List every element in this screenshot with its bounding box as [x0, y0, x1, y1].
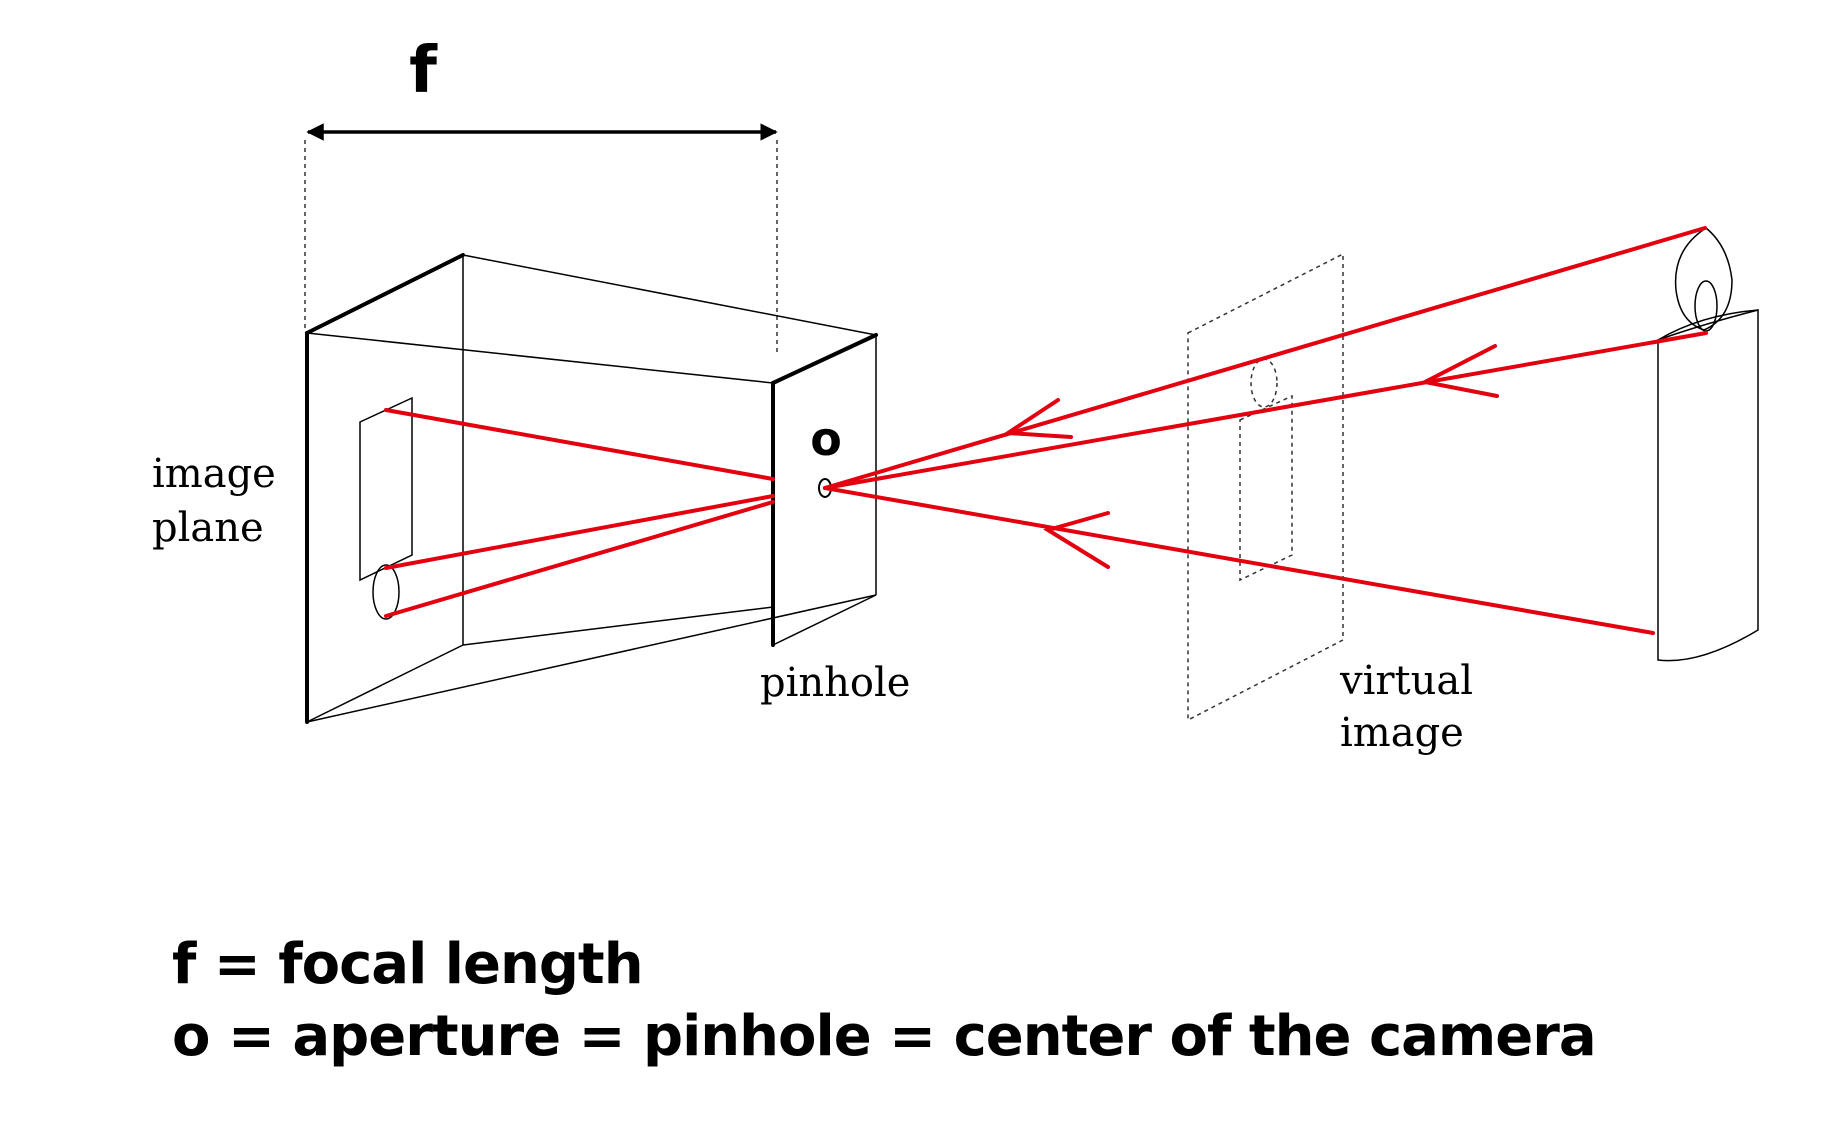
ray-inside-bottom — [384, 500, 775, 618]
ray-arrowhead-bottom — [1043, 511, 1110, 569]
projected-image-panel — [359, 396, 413, 582]
aperture-symbol: o — [810, 412, 842, 466]
camera-front-bottom-edge — [772, 594, 877, 646]
camera-front-top-edge — [771, 333, 878, 385]
camera-bottom-front — [306, 594, 877, 723]
camera-top-far-edge — [462, 254, 877, 336]
projected-flame — [372, 564, 400, 620]
camera-top-front-edge — [306, 332, 774, 384]
virtual-plane-outline — [1187, 252, 1344, 722]
legend-focal-length: f = focal length — [172, 932, 644, 997]
ray-bottom — [823, 486, 1655, 635]
ray-arrowhead-middle — [1418, 344, 1499, 398]
virtual-image-flame — [1250, 358, 1278, 408]
ray-top-inner — [823, 331, 1708, 490]
virtual-image-panel — [1239, 394, 1293, 582]
ray-inside-middle — [384, 494, 775, 570]
ray-inside-top — [384, 408, 775, 481]
camera-top-back-edge — [305, 253, 465, 335]
camera-box — [305, 253, 878, 724]
focal-length-dimension — [304, 123, 778, 355]
candle-flame-outer — [1674, 227, 1733, 331]
image-plane-label-line2: plane — [152, 505, 264, 551]
focal-length-symbol: f — [409, 34, 438, 108]
candle — [1657, 227, 1759, 662]
legend-aperture: o = aperture = pinhole = center of the c… — [172, 1004, 1597, 1069]
pinhole-label: pinhole — [760, 660, 910, 706]
ray-top-outer — [823, 226, 1707, 490]
candle-flame-inner — [1694, 280, 1718, 332]
image-plane-label-line1: image — [152, 451, 276, 497]
ray-arrowhead-top — [1001, 398, 1073, 439]
virtual-image-label-line1: virtual — [1339, 658, 1473, 704]
candle-top-rim — [1657, 309, 1759, 341]
virtual-image-plane — [1187, 252, 1344, 722]
candle-body — [1657, 309, 1759, 662]
light-rays — [384, 226, 1708, 635]
camera-bottom-inner — [462, 606, 774, 646]
camera-bottom-back — [306, 644, 464, 723]
virtual-image-label-line2: image — [1340, 710, 1464, 756]
